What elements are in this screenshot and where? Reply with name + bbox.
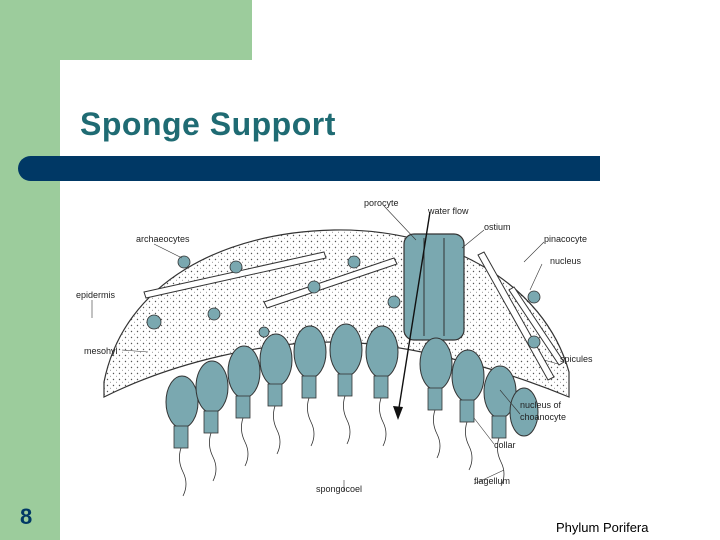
label-pinacocyte: pinacocyte bbox=[544, 234, 587, 244]
sponge-diagram: porocyte water flow ostium archaeocytes … bbox=[76, 198, 593, 497]
label-choanocyte: choanocyte bbox=[520, 412, 566, 422]
label-porocyte: porocyte bbox=[364, 198, 399, 208]
left-accent-bar bbox=[0, 0, 60, 540]
label-nucleus: nucleus bbox=[550, 256, 582, 266]
flagella bbox=[179, 395, 505, 497]
slide-number: 8 bbox=[20, 504, 33, 529]
label-ostium: ostium bbox=[484, 222, 511, 232]
label-epidermis: epidermis bbox=[76, 290, 116, 300]
spicules bbox=[143, 251, 565, 381]
leader-lines bbox=[91, 205, 559, 492]
top-accent-block bbox=[0, 0, 252, 60]
choanocytes bbox=[165, 323, 539, 437]
label-spicules: spicules bbox=[560, 354, 593, 364]
label-spongocoel: spongocoel bbox=[316, 484, 362, 494]
porocyte-cell bbox=[403, 233, 465, 341]
archaeocytes bbox=[146, 255, 541, 349]
footer-text: Phylum Porifera bbox=[556, 520, 649, 535]
water-flow-arrow bbox=[397, 211, 431, 415]
label-flagellum: flagellum bbox=[474, 476, 510, 486]
label-archaeocytes: archaeocytes bbox=[136, 234, 190, 244]
label-collar: collar bbox=[494, 440, 516, 450]
slide-title: Sponge Support bbox=[80, 106, 336, 142]
label-nucleus-of: nucleus of bbox=[520, 400, 562, 410]
title-rule bbox=[18, 156, 600, 181]
label-water-flow: water flow bbox=[427, 206, 469, 216]
collars bbox=[173, 373, 507, 449]
label-mesohyl: mesohyl bbox=[84, 346, 118, 356]
